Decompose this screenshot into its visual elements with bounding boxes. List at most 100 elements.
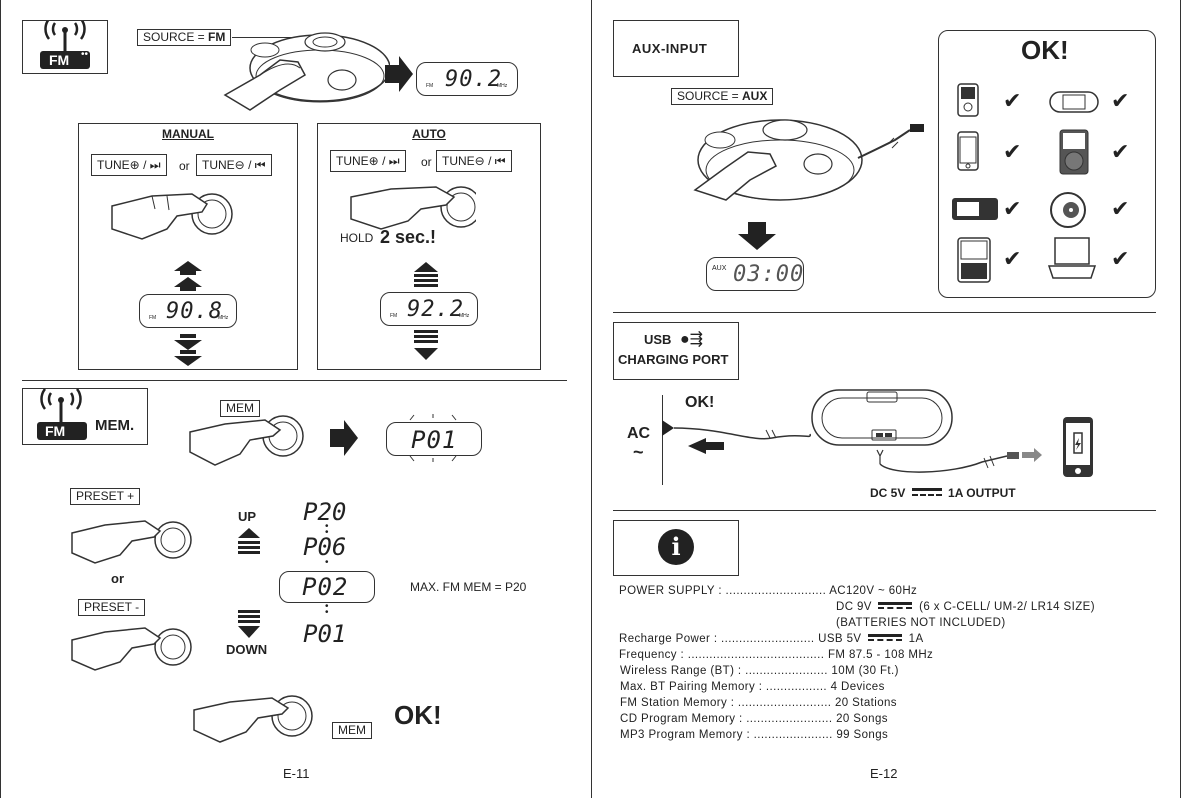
preset-dots: • bbox=[325, 557, 329, 568]
ok-text: OK! bbox=[394, 700, 442, 730]
ac-symbol: ~ bbox=[633, 442, 644, 462]
dc-symbol-icon bbox=[878, 601, 913, 612]
lcd-display-fm-90-8: FM 90.8 MHz bbox=[139, 294, 237, 328]
laptop-icon bbox=[1047, 237, 1097, 279]
usb-icon: ●⇶ bbox=[680, 331, 704, 348]
lcd-frequency: 90.2 bbox=[445, 67, 502, 92]
fm-mem-icon-box: FM MEM. bbox=[22, 388, 148, 445]
lcd-aux-label: AUX bbox=[712, 265, 727, 272]
usb-ok-text: OK! bbox=[685, 394, 715, 411]
up-label: UP bbox=[238, 509, 257, 524]
preset-list: P20 •• P06 • P02 •• P01 bbox=[279, 498, 375, 650]
preset-dots: •• bbox=[325, 601, 329, 618]
checkmark-icon: ✔ bbox=[1003, 88, 1022, 113]
lcd-frequency: 90.8 bbox=[166, 299, 223, 324]
spec-row: MP3 Program Memory : ...................… bbox=[620, 729, 888, 741]
preset-item: P02 bbox=[302, 573, 349, 601]
or-text: or bbox=[421, 155, 432, 169]
info-icon: i bbox=[658, 529, 694, 565]
cd-player-icon bbox=[1050, 192, 1086, 228]
tune-plus-button-label: TUNE⊕ / ⏭ bbox=[91, 154, 167, 176]
phone-charging-icon bbox=[1063, 417, 1093, 477]
lcd-frequency: 92.2 bbox=[407, 297, 464, 322]
page-number-left: E-11 bbox=[283, 766, 310, 781]
spec-label: POWER SUPPLY : .........................… bbox=[619, 585, 827, 597]
fm-icon-label: FM bbox=[45, 423, 66, 439]
spec-value: 20 Songs bbox=[836, 713, 888, 725]
spec-row: Wireless Range (BT) : ..................… bbox=[620, 665, 899, 677]
auto-panel: AUTO TUNE⊕ / ⏭ or TUNE⊖ / ⏮ HOLD 2 sec.!… bbox=[317, 123, 541, 370]
page-number-right: E-12 bbox=[870, 766, 898, 781]
lcd-unit: MHz bbox=[459, 313, 470, 319]
source-value: FM bbox=[208, 30, 226, 44]
info-icon-box: i bbox=[613, 520, 739, 576]
preset-or-text: or bbox=[111, 571, 124, 586]
left-divider bbox=[22, 380, 567, 381]
tune-minus-button-label: TUNE⊖ / ⏮ bbox=[196, 154, 272, 176]
lcd-display-fm-90-2: FM 90.2 MHz bbox=[416, 62, 518, 96]
spec-value: 20 Stations bbox=[835, 697, 897, 709]
spec-value: 4 Devices bbox=[830, 681, 885, 693]
lcd-band: FM bbox=[149, 315, 157, 321]
charging-port-title: CHARGING PORT bbox=[618, 352, 729, 367]
prev-track-icon: ⏮ bbox=[254, 158, 266, 172]
spec-value: (BATTERIES NOT INCLUDED) bbox=[836, 617, 1006, 629]
dc-output-suffix: 1A OUTPUT bbox=[948, 486, 1016, 500]
spec-value-suffix: (6 x C-CELL/ UM-2/ LR14 SIZE) bbox=[919, 601, 1095, 613]
preset-item: P20 bbox=[303, 498, 347, 526]
plus-circle-icon: ⊕ bbox=[368, 154, 379, 168]
right-divider-2 bbox=[613, 510, 1156, 511]
fm-icon-label: FM bbox=[49, 52, 70, 68]
manual-title: MANUAL bbox=[162, 127, 214, 141]
preset-minus-label: PRESET - bbox=[78, 599, 146, 616]
mp3-player-icon bbox=[957, 83, 979, 117]
hand-pressing-knob bbox=[350, 186, 476, 230]
down-label: DOWN bbox=[226, 642, 268, 657]
spec-value: 10M (30 Ft.) bbox=[831, 665, 899, 677]
source-aux-label: SOURCE = AUX bbox=[671, 88, 774, 105]
preset-item-selected: P02 bbox=[279, 571, 375, 603]
fm-antenna-icon-box: FM •• bbox=[22, 18, 108, 74]
spec-row: DC 9V (6 x C-CELL/ UM-2/ LR14 SIZE) bbox=[836, 601, 1095, 613]
hand-pressing-preset-minus bbox=[71, 627, 192, 671]
arrow-down-icon bbox=[738, 222, 776, 250]
minus-circle-icon: ⊖ bbox=[234, 158, 245, 172]
info-icon-glyph: i bbox=[671, 532, 681, 561]
lcd-band: FM bbox=[426, 83, 434, 89]
antenna-icon bbox=[40, 18, 90, 69]
auto-tune-minus-button-label: TUNE⊖ / ⏮ bbox=[436, 150, 512, 172]
right-divider-1 bbox=[613, 312, 1156, 313]
lcd-time-value: 03:00 bbox=[733, 262, 805, 287]
spec-label: FM Station Memory : ....................… bbox=[620, 697, 832, 709]
manual-panel: MANUAL TUNE⊕ / ⏭ or TUNE⊖ / ⏮ FM 90.8 MH… bbox=[78, 123, 298, 370]
usb-title: USB bbox=[644, 332, 672, 347]
hold-text: HOLD bbox=[340, 231, 374, 245]
spec-value: DC 9V bbox=[836, 601, 872, 613]
lcd-display-preset: P01 bbox=[386, 422, 482, 456]
hold-time-text: 2 sec.! bbox=[380, 227, 437, 247]
next-track-icon: ⏭ bbox=[388, 154, 400, 168]
tune-plus-text: TUNE bbox=[336, 154, 369, 168]
double-arrow-down-icon bbox=[414, 330, 438, 360]
preset-dots: •• bbox=[325, 521, 329, 538]
or-text: or bbox=[179, 159, 190, 173]
tablet-icon bbox=[957, 237, 991, 283]
ok-heading: OK! bbox=[1021, 35, 1069, 65]
lcd-preset-value: P01 bbox=[411, 426, 458, 454]
aux-input-title: AUX-INPUT bbox=[632, 41, 708, 56]
checkmark-icon: ✔ bbox=[1003, 196, 1022, 221]
minus-circle-icon: ⊖ bbox=[474, 154, 485, 168]
usb-charging-illustration bbox=[662, 389, 1042, 473]
mem-title: MEM. bbox=[95, 417, 135, 434]
spec-row: (BATTERIES NOT INCLUDED) bbox=[836, 617, 1006, 629]
aux-input-title-box: AUX-INPUT bbox=[613, 20, 739, 77]
hand-pressing-knob bbox=[111, 193, 233, 240]
ac-label: AC bbox=[627, 425, 651, 442]
spec-row: POWER SUPPLY : .........................… bbox=[619, 585, 917, 597]
prev-track-icon: ⏮ bbox=[494, 154, 506, 168]
plus-circle-icon: ⊕ bbox=[129, 158, 140, 172]
source-value: AUX bbox=[742, 89, 768, 103]
hand-pressing-mem-confirm bbox=[193, 695, 313, 743]
spec-row: Frequency : ............................… bbox=[619, 649, 933, 661]
mem-confirm-button-label: MEM bbox=[332, 722, 372, 739]
